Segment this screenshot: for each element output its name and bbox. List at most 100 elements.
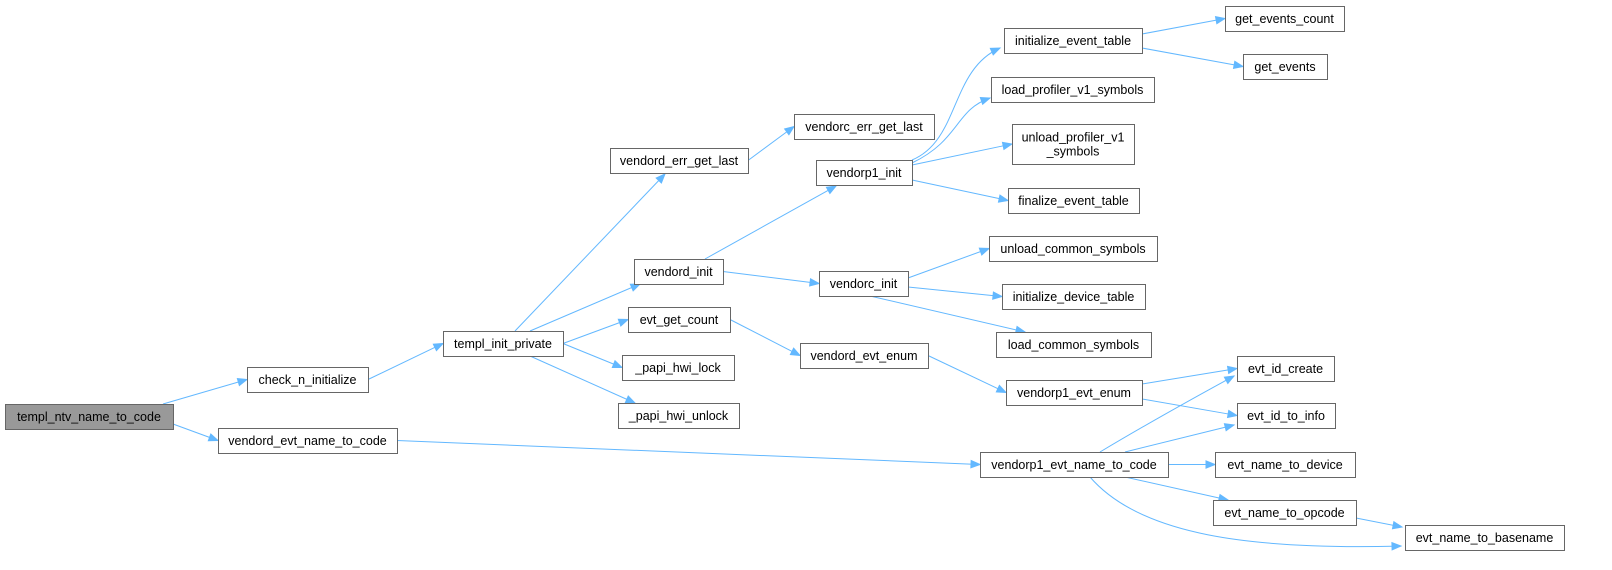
node-label: _papi_hwi_lock xyxy=(634,361,721,375)
node-label: unload_common_symbols xyxy=(1000,242,1145,256)
edge-templ-init-private-to-evt-get-count xyxy=(562,320,625,344)
node-label: get_events xyxy=(1254,60,1315,74)
node-unload-common-symbols[interactable]: unload_common_symbols xyxy=(989,236,1158,262)
node-templ-ntv-name-to-code[interactable]: templ_ntv_name_to_code xyxy=(5,404,174,430)
node-box xyxy=(819,271,909,297)
node-box xyxy=(1008,188,1140,214)
edge-templ-ntv-name-to-code-to-vendord-evt-name-to-code xyxy=(172,423,215,440)
edge-evt-get-count-to-vendord-evt-enum-arrowhead xyxy=(789,347,802,357)
node-label: vendord_evt_enum xyxy=(810,349,917,363)
node-box xyxy=(443,331,564,357)
node-label: _papi_hwi_unlock xyxy=(628,409,729,423)
edge-vendorp1-evt-enum-to-evt-id-to-info xyxy=(1141,398,1234,416)
node-label: evt_name_to_opcode xyxy=(1224,506,1344,520)
edge-check-n-initialize-to-templ-init-private xyxy=(367,344,440,380)
edge-vendorp1-evt-enum-to-evt-id-to-info-arrowhead xyxy=(1226,409,1239,419)
node-label: vendord_init xyxy=(644,265,713,279)
node-box xyxy=(634,259,724,285)
node-evt-get-count[interactable]: evt_get_count xyxy=(628,307,731,333)
edge-templ-init-private-to-evt-get-count-arrowhead xyxy=(617,318,630,327)
edge-templ-init-private-to-papi-hwi-unlock xyxy=(529,355,632,402)
node-vendorp1-evt-enum[interactable]: vendorp1_evt_enum xyxy=(1006,380,1143,406)
node-box xyxy=(1243,54,1328,80)
node-box xyxy=(5,404,174,430)
edge-vendord-init-to-vendorp1-init xyxy=(704,187,833,260)
node-evt-name-to-basename[interactable]: evt_name_to_basename xyxy=(1405,525,1565,551)
node-label: vendorc_err_get_last xyxy=(805,120,923,134)
edge-vendord-err-get-last-to-vendorc-err-get-last-arrowhead xyxy=(783,125,796,136)
node-label: vendorp1_evt_enum xyxy=(1017,386,1131,400)
node-load-common-symbols[interactable]: load_common_symbols xyxy=(996,332,1152,358)
edge-vendord-err-get-last-to-vendorc-err-get-last xyxy=(747,128,792,161)
node-box xyxy=(1405,525,1565,551)
node-check-n-initialize[interactable]: check_n_initialize xyxy=(247,367,369,393)
node-evt-id-create[interactable]: evt_id_create xyxy=(1237,356,1335,382)
node-evt-id-to-info[interactable]: evt_id_to_info xyxy=(1237,403,1336,429)
node-label: evt_get_count xyxy=(640,313,719,327)
edge-vendorp1-evt-name-to-code-to-evt-id-create xyxy=(1099,375,1235,453)
edge-templ-init-private-to-vendord-init-arrowhead xyxy=(629,283,642,292)
edge-vendorp1-init-to-finalize-event-table-arrowhead xyxy=(997,194,1010,203)
node-vendorc-init[interactable]: vendorc_init xyxy=(819,271,909,297)
node-initialize-event-table[interactable]: initialize_event_table xyxy=(1004,28,1143,54)
node-box xyxy=(1002,284,1146,310)
node-label: evt_id_create xyxy=(1248,362,1323,376)
node-vendorp1-init[interactable]: vendorp1_init xyxy=(816,160,913,186)
edge-evt-get-count-to-vendord-evt-enum xyxy=(729,319,797,355)
edge-initialize-event-table-to-get-events-count xyxy=(1141,18,1222,35)
node-box xyxy=(1237,403,1336,429)
node-papi-hwi-unlock[interactable]: _papi_hwi_unlock xyxy=(618,403,740,429)
node-finalize-event-table[interactable]: finalize_event_table xyxy=(1008,188,1140,214)
node-vendord-err-get-last[interactable]: vendord_err_get_last xyxy=(610,148,749,174)
node-get-events-count[interactable]: get_events_count xyxy=(1225,6,1345,32)
node-unload-profiler-v1-symbols[interactable]: unload_profiler_v1_symbols xyxy=(1012,124,1135,165)
edge-initialize-event-table-to-get-events-arrowhead xyxy=(1232,60,1245,70)
edge-initialize-event-table-to-get-events xyxy=(1141,47,1240,67)
edge-vendord-evt-name-to-code-to-vendorp1-evt-name-to-code xyxy=(396,440,977,465)
edge-vendorp1-init-to-unload-profiler-v1-symbols xyxy=(911,144,1009,166)
node-get-events[interactable]: get_events xyxy=(1243,54,1328,80)
edge-templ-init-private-to-vendord-err-get-last xyxy=(514,176,663,332)
edge-vendorp1-evt-name-to-code-to-evt-id-to-info-arrowhead xyxy=(1223,423,1236,432)
node-box xyxy=(1225,6,1345,32)
node-templ-init-private[interactable]: templ_init_private xyxy=(443,331,564,357)
node-label: evt_name_to_device xyxy=(1227,458,1342,472)
edge-templ-init-private-to-papi-hwi-lock xyxy=(562,343,619,367)
node-box xyxy=(1006,380,1143,406)
node-vendord-init[interactable]: vendord_init xyxy=(634,259,724,285)
node-label: load_common_symbols xyxy=(1008,338,1139,352)
node-box xyxy=(996,332,1152,358)
node-vendord-evt-enum[interactable]: vendord_evt_enum xyxy=(800,343,929,369)
node-label: load_profiler_v1_symbols xyxy=(1002,83,1144,97)
edge-vendorc-init-to-initialize-device-table-arrowhead xyxy=(992,291,1004,300)
node-label: vendorp1_evt_name_to_code xyxy=(991,458,1156,472)
node-box xyxy=(989,236,1158,262)
node-evt-name-to-opcode[interactable]: evt_name_to_opcode xyxy=(1213,500,1357,526)
node-label: evt_name_to_basename xyxy=(1416,531,1554,545)
node-label: evt_id_to_info xyxy=(1247,409,1325,423)
node-initialize-device-table[interactable]: initialize_device_table xyxy=(1002,284,1146,310)
node-label: finalize_event_table xyxy=(1018,194,1129,208)
node-box xyxy=(1012,124,1135,165)
edge-templ-init-private-to-vendord-err-get-last-arrowhead xyxy=(655,173,666,184)
edge-vendorp1-evt-name-to-code-to-evt-name-to-opcode xyxy=(1124,476,1225,500)
node-label: unload_profiler_v1_symbols xyxy=(1022,131,1125,159)
node-vendord-evt-name-to-code[interactable]: vendord_evt_name_to_code xyxy=(218,428,398,454)
node-papi-hwi-lock[interactable]: _papi_hwi_lock xyxy=(622,355,735,381)
node-load-profiler-v1-symbols[interactable]: load_profiler_v1_symbols xyxy=(991,77,1155,103)
node-box xyxy=(980,452,1169,478)
node-evt-name-to-device[interactable]: evt_name_to_device xyxy=(1215,452,1356,478)
node-box xyxy=(247,367,369,393)
edge-templ-init-private-to-papi-hwi-lock-arrowhead xyxy=(611,359,624,369)
node-vendorp1-evt-name-to-code[interactable]: vendorp1_evt_name_to_code xyxy=(980,452,1169,478)
edge-vendord-evt-enum-to-vendorp1-evt-enum-arrowhead xyxy=(995,384,1008,394)
node-vendorc-err-get-last[interactable]: vendorc_err_get_last xyxy=(794,114,935,140)
edge-vendord-evt-enum-to-vendorp1-evt-enum xyxy=(927,355,1003,392)
edge-vendord-init-to-vendorc-init-arrowhead xyxy=(809,278,821,287)
node-box xyxy=(628,307,731,333)
node-box xyxy=(816,160,913,186)
node-box xyxy=(1237,356,1335,382)
edge-check-n-initialize-to-templ-init-private-arrowhead xyxy=(432,342,445,352)
node-label: initialize_device_table xyxy=(1013,290,1135,304)
